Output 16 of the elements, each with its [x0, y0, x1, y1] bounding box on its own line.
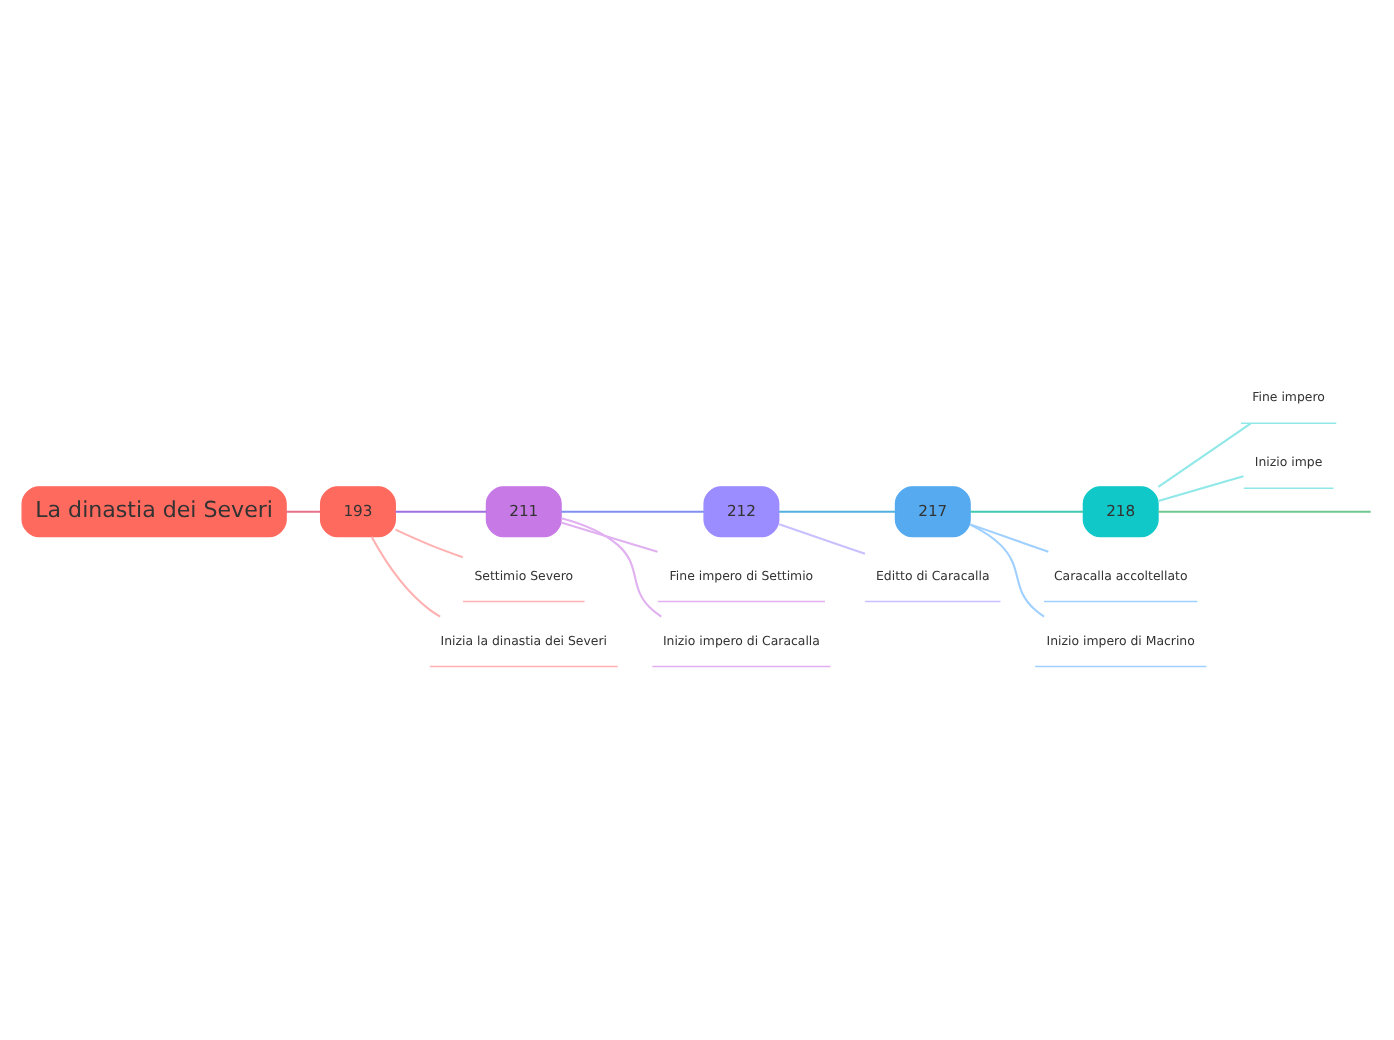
connector — [1157, 422, 1252, 488]
connector — [778, 523, 866, 555]
connector — [970, 510, 1084, 513]
connector — [370, 536, 441, 618]
connector — [561, 517, 662, 618]
connector — [1158, 475, 1244, 503]
connector — [395, 528, 464, 559]
connector — [560, 521, 658, 553]
connector — [561, 510, 704, 513]
connector — [286, 510, 321, 513]
connector — [1158, 510, 1371, 513]
connector — [969, 523, 1049, 553]
node-box: La dinastia dei Severi — [21, 486, 287, 538]
connector — [779, 510, 896, 513]
connector — [395, 510, 487, 513]
connector — [970, 524, 1045, 618]
